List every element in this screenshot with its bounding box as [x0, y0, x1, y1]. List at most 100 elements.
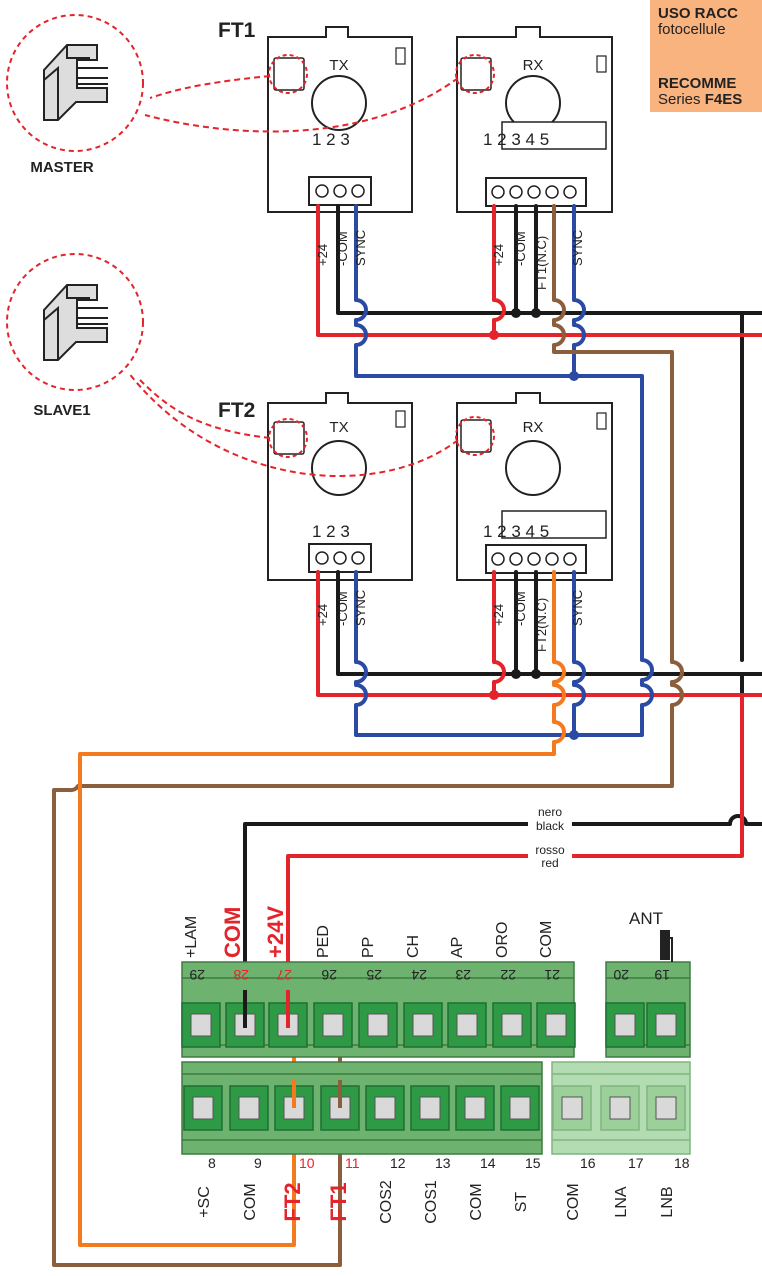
ft2-rx-numbers: 1 2 3 4 5 [483, 522, 549, 541]
terminal-29-name: +LAM [183, 916, 200, 958]
terminal-14-number: 14 [480, 1155, 496, 1171]
terminal-wire-ends [243, 990, 342, 1108]
terminal-labels: +LAM29COM28+24V27PED26PP25CH24AP23ORO22C… [183, 906, 690, 1224]
master-label: MASTER [30, 159, 94, 176]
ft2-rx-wire-sync: SYNC [570, 590, 585, 626]
note-italian-heading: USO RACC [658, 5, 739, 22]
terminal-23-number: 23 [455, 967, 471, 983]
terminal-16-name: COM [565, 1183, 582, 1220]
ft2-rx-wire-labels: +24 -COM FT2(N.C) SYNC [491, 590, 585, 652]
jumper-pointer-lines [127, 75, 459, 477]
terminal-29-screw[interactable] [181, 1002, 221, 1048]
cable-red-it: rosso [535, 843, 565, 857]
terminal-16-number: 16 [580, 1155, 596, 1171]
cable-black-it: nero [538, 805, 562, 819]
terminal-15-name: ST [513, 1192, 530, 1213]
ft1-rx-wire-ft1: FT1(N.C) [534, 236, 549, 290]
slave-label: SLAVE1 [33, 402, 90, 419]
terminal-26-name: PED [315, 925, 332, 958]
terminal-26-number: 26 [321, 967, 337, 983]
terminal-8-number: 8 [208, 1155, 216, 1171]
ant-label: ANT [629, 909, 663, 928]
terminal-17-name: LNA [613, 1186, 630, 1217]
terminal-10-name: FT2 [280, 1182, 305, 1221]
terminal-25-name: PP [360, 937, 377, 958]
ft1-tx-wire-sync: SYNC [353, 230, 368, 266]
terminal-15-screw[interactable] [500, 1085, 540, 1131]
terminal-19-number: 19 [654, 967, 670, 983]
ft1-rx-wire-labels: +24 -COM FT1(N.C) SYNC [491, 230, 585, 290]
ft2-rx-wire-ft2: FT2(N.C) [534, 598, 549, 652]
ft1-label: FT1 [218, 19, 256, 42]
terminal-12-number: 12 [390, 1155, 406, 1171]
terminal-23-name: AP [449, 937, 466, 958]
ft2-tx-label: TX [329, 419, 348, 436]
terminal-28-name: COM [220, 907, 245, 958]
ft1-tx-numbers: 1 2 3 [312, 130, 350, 149]
ft1-tx-wire-com: -COM [335, 231, 350, 266]
terminal-27-number: 27 [276, 967, 292, 983]
slave-jumper: SLAVE1 [6, 253, 144, 419]
ft2-rx-wire-24: +24 [491, 604, 506, 626]
note-english-text: Series F4ES [658, 92, 742, 108]
terminal-22-screw[interactable] [492, 1002, 532, 1048]
ft1-tx-label: TX [329, 57, 348, 74]
terminal-20-number: 20 [613, 967, 629, 983]
terminal-18-screw[interactable] [646, 1085, 686, 1131]
terminal-28-number: 28 [233, 967, 249, 983]
terminal-22-number: 22 [500, 967, 516, 983]
terminal-13-name: COS1 [423, 1180, 440, 1224]
ft1-tx-module: TX 1 2 3 [267, 26, 413, 213]
terminal-24-screw[interactable] [403, 1002, 443, 1048]
terminal-18-name: LNB [659, 1186, 676, 1217]
terminal-14-name: COM [468, 1183, 485, 1220]
terminal-12-screw[interactable] [365, 1085, 405, 1131]
terminal-19-screw[interactable] [646, 1002, 686, 1048]
note-italian-text: fotocellule [658, 21, 726, 38]
ft2-label: FT2 [218, 399, 255, 422]
terminal-12-name: COS2 [378, 1180, 395, 1224]
terminal-18-number: 18 [674, 1155, 690, 1171]
ft2-tx-wire-com: -COM [335, 591, 350, 626]
wire-junction-dots [489, 308, 579, 740]
note-series-prefix: Series [658, 91, 705, 108]
ft2-tx-wire-sync: SYNC [353, 590, 368, 626]
recommended-use-note: USO RACC fotocellule RECOMME Series F4ES [650, 0, 762, 112]
note-series-code: F4ES [704, 91, 743, 108]
terminal-26-screw[interactable] [313, 1002, 353, 1048]
terminal-24-name: CH [405, 935, 422, 958]
terminal-14-screw[interactable] [455, 1085, 495, 1131]
terminal-23-screw[interactable] [447, 1002, 487, 1048]
master-jumper: MASTER [6, 14, 144, 176]
terminal-25-screw[interactable] [358, 1002, 398, 1048]
terminal-8-screw[interactable] [183, 1085, 223, 1131]
terminal-20-screw[interactable] [605, 1002, 645, 1048]
terminal-28-screw[interactable] [225, 1002, 265, 1048]
terminal-16-screw[interactable] [552, 1085, 592, 1131]
terminal-10-number: 10 [299, 1155, 315, 1171]
terminal-17-screw[interactable] [600, 1085, 640, 1131]
cable-black-en: black [536, 819, 565, 833]
ft2-group: FT2 TX 1 2 3 RX 1 2 3 4 5 [218, 392, 613, 581]
ft1-group: FT1 TX 1 2 3 RX 1 2 3 4 5 [218, 19, 613, 213]
terminal-13-screw[interactable] [410, 1085, 450, 1131]
terminal-11-name: FT1 [326, 1182, 351, 1221]
cable-labels: nero black rosso red [528, 804, 572, 870]
note-italian-line: USO RACC [658, 6, 738, 22]
terminal-8-name: +SC [196, 1186, 213, 1218]
terminal-21-number: 21 [544, 967, 560, 983]
ft2-rx-wire-com: -COM [513, 591, 528, 626]
terminal-9-screw[interactable] [229, 1085, 269, 1131]
terminal-27-name: +24V [263, 906, 288, 958]
ft2-tx-wire-24: +24 [315, 604, 330, 626]
antenna-icon [660, 930, 670, 960]
ft2-rx-label: RX [523, 419, 544, 436]
cable-red-en: red [541, 856, 558, 870]
note-english-line: RECOMME [658, 76, 736, 92]
ft2-tx-wire-labels: +24 -COM SYNC [315, 590, 368, 626]
terminal-21-screw[interactable] [536, 1002, 576, 1048]
terminal-15-number: 15 [525, 1155, 541, 1171]
terminal-9-name: COM [242, 1183, 259, 1220]
ft1-tx-wire-24: +24 [315, 244, 330, 266]
